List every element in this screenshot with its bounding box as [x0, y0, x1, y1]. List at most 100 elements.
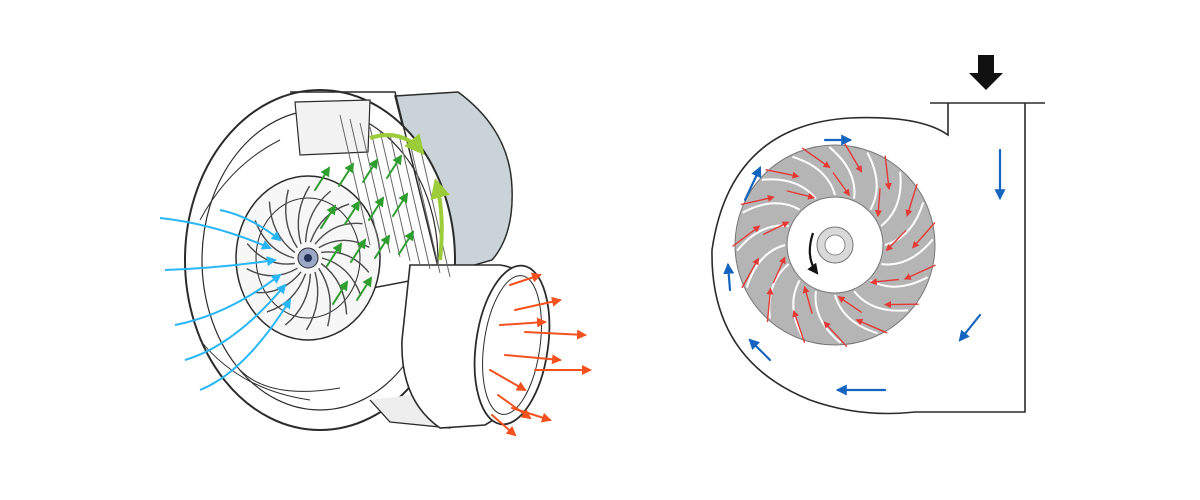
impeller-blade	[768, 263, 790, 319]
inlet-flow-arrow	[164, 256, 277, 271]
radial-flow-arrow-outer	[740, 195, 775, 206]
impeller-blade	[853, 290, 909, 312]
radial-flow-arrow-inner	[763, 221, 790, 235]
radial-flow-arrow-outer	[843, 142, 863, 173]
inlet-down-arrow-icon	[969, 55, 1003, 90]
radial-flow-arrow-inner	[786, 190, 816, 200]
impeller-shaft	[304, 254, 312, 262]
impeller-inner-ring	[255, 197, 361, 319]
impeller-blade	[880, 171, 902, 227]
rotation-arrow	[807, 232, 819, 275]
impeller-flow-arrow	[350, 238, 367, 263]
outlet-flow-arrow	[491, 414, 517, 437]
impeller-blade	[268, 201, 296, 254]
radial-flow-arrows	[732, 142, 936, 347]
impeller-flow-arrow	[392, 192, 409, 217]
radial-flow-arrow-inner	[885, 230, 907, 252]
volute-flow-arrow	[743, 166, 762, 202]
scroll-fin-3	[239, 369, 341, 392]
impeller-flow-arrow	[398, 230, 415, 255]
rear-blade	[349, 118, 381, 250]
cutaway-fan-illustration	[140, 70, 640, 470]
inlet-flow-arrow	[174, 273, 282, 326]
impeller-blade	[321, 257, 362, 296]
inlet-flow-arrow	[184, 283, 287, 361]
radial-flow-arrow-outer	[766, 287, 774, 323]
radial-flow-arrow-outer	[765, 169, 800, 179]
impeller-blade	[745, 244, 786, 288]
outlet-flow-arrow	[524, 329, 587, 340]
volute-flow-arrow	[723, 262, 735, 292]
impeller-blade	[792, 279, 804, 338]
volute-flow-arrows	[723, 134, 1006, 396]
impeller-flow-arrow	[386, 154, 403, 179]
impeller-blade	[792, 155, 836, 196]
impeller-blade	[881, 238, 934, 266]
inlet-flow-arrows	[159, 209, 292, 391]
rotation-swirl-arrow	[430, 178, 450, 261]
impeller-blade	[285, 189, 298, 249]
outlet-flow-arrow	[511, 407, 552, 423]
radial-flow-arrow-outer	[905, 183, 918, 217]
impeller-blade	[284, 273, 312, 326]
impeller-blade	[742, 202, 801, 214]
volute-flow-arrow	[958, 313, 982, 342]
inlet-flow-arrow	[199, 298, 292, 391]
impeller-blade	[297, 185, 311, 245]
radial-flow-arrow-outer	[884, 155, 892, 191]
radial-flow-arrow-outer	[855, 318, 888, 334]
rear-blade	[359, 122, 391, 254]
housing-top-panel	[294, 99, 371, 156]
radial-flow-arrow-outer	[903, 264, 936, 280]
impeller-blade	[318, 267, 331, 327]
impeller-blade	[884, 202, 925, 246]
radial-flow-arrow-inner	[802, 285, 813, 314]
inlet-flow-arrow	[219, 209, 282, 242]
outlet-flow-arrow	[509, 272, 542, 286]
scroll-fin-1	[199, 139, 281, 221]
impeller-flow-arrow	[338, 162, 355, 187]
radial-flow-arrow-outer	[732, 225, 761, 247]
impeller-blade	[828, 146, 856, 199]
radial-flow-arrow-inner	[874, 188, 882, 218]
impeller-blade	[834, 294, 878, 335]
rear-blade	[419, 146, 451, 278]
impeller-flow-arrow	[314, 166, 331, 191]
impeller-blade	[814, 291, 842, 344]
rotation-swirl-arrows	[369, 133, 450, 261]
impeller-blade	[866, 152, 878, 211]
impeller-blade	[304, 190, 332, 243]
outlet-flow-arrow	[504, 354, 562, 365]
impeller-blade	[321, 251, 370, 273]
impeller-section	[734, 144, 936, 346]
rear-blade	[339, 114, 371, 246]
rear-blade	[399, 138, 431, 270]
impeller-flow-arrow	[368, 196, 385, 221]
radial-flow-arrow-outer	[792, 309, 806, 343]
cross-section-fan-svg	[711, 55, 1045, 415]
outlet-flow-arrow	[499, 317, 547, 328]
radial-flow-arrow-outer	[823, 321, 848, 347]
radial-flow-arrow-inner	[869, 278, 899, 286]
impeller-flow-arrow	[320, 204, 337, 229]
inlet-flow-arrow	[159, 217, 272, 250]
cross-section-fan-illustration	[690, 40, 1070, 460]
rear-blade	[409, 142, 441, 274]
cutaway-fan-svg	[159, 89, 592, 437]
impeller-blade	[309, 203, 350, 243]
outlet-flow-arrows	[489, 272, 592, 437]
radial-flow-arrow-inner	[832, 172, 851, 197]
rear-blade	[369, 126, 401, 258]
impeller-flow-arrow	[374, 234, 391, 259]
radial-flow-arrow-inner	[772, 256, 786, 284]
outlet-flow-arrow	[514, 296, 562, 311]
impeller-bore	[824, 234, 846, 256]
rotation-swirl-arrow	[369, 133, 425, 156]
impeller-blade	[305, 271, 319, 331]
impeller-flow-arrow	[356, 276, 373, 301]
impeller-flow-arrow	[344, 200, 361, 225]
impeller-flow-arrow	[326, 242, 343, 267]
radial-flow-arrow-outer	[801, 147, 831, 169]
discharge-outlet-inner	[482, 275, 542, 415]
